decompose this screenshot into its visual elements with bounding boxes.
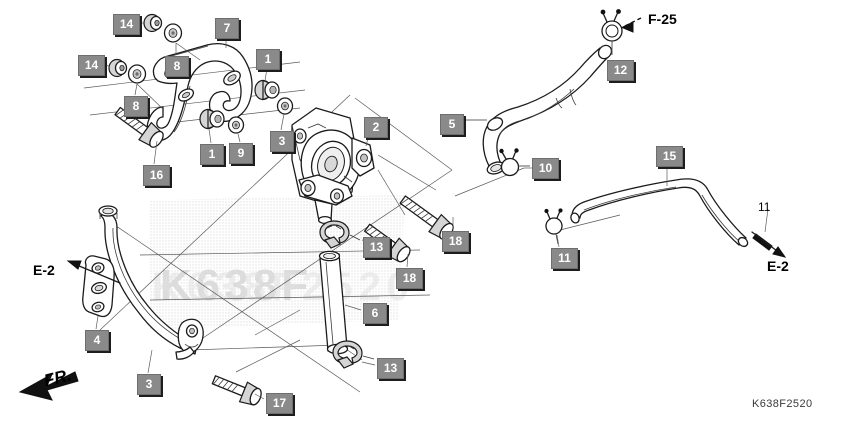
bolt-part-16 bbox=[114, 106, 164, 148]
callout-8-b[interactable]: 8 bbox=[124, 96, 148, 117]
callout-17[interactable]: 17 bbox=[266, 393, 293, 414]
diagram-code: K638F2520 bbox=[752, 398, 813, 410]
callout-16[interactable]: 16 bbox=[143, 165, 170, 186]
callout-6[interactable]: 6 bbox=[363, 303, 387, 324]
callout-13-b[interactable]: 13 bbox=[377, 358, 404, 379]
callout-18-a[interactable]: 18 bbox=[442, 231, 469, 252]
clamp-part-13-upper bbox=[319, 220, 361, 249]
reference-label-f25[interactable]: F-25 bbox=[648, 11, 677, 27]
callout-13-a[interactable]: 13 bbox=[363, 237, 390, 258]
callout-7[interactable]: 7 bbox=[215, 18, 239, 39]
washer-part-8-upper bbox=[163, 23, 183, 43]
callout-14-a[interactable]: 14 bbox=[113, 14, 140, 35]
clamp-part-12 bbox=[600, 9, 623, 55]
bushing-part-1-lower bbox=[199, 108, 225, 130]
clamp-part-11 bbox=[544, 208, 563, 245]
bushing-part-1-right bbox=[254, 79, 280, 101]
callout-10[interactable]: 10 bbox=[532, 158, 559, 179]
callout-9-c[interactable]: 3 bbox=[270, 131, 294, 152]
svg-text:K638F: K638F bbox=[160, 261, 312, 310]
callout-9-a[interactable]: 9 bbox=[229, 143, 253, 164]
callout-8-a[interactable]: 8 bbox=[165, 56, 189, 77]
hose-part-15 bbox=[570, 178, 749, 248]
callout-14-b[interactable]: 14 bbox=[78, 55, 105, 76]
f25-pointer bbox=[620, 17, 642, 33]
hose-15-end-marker bbox=[752, 233, 773, 251]
e2-pointer-right bbox=[751, 231, 787, 258]
callout-18-b[interactable]: 18 bbox=[396, 268, 423, 289]
water-pump-body-part-2 bbox=[291, 107, 375, 225]
callout-15[interactable]: 15 bbox=[656, 146, 683, 167]
hose-part-5 bbox=[482, 44, 613, 175]
callout-12[interactable]: 12 bbox=[607, 60, 634, 81]
svg-text:K638F2520: K638F2520 bbox=[152, 265, 415, 309]
callout-11[interactable]: 11 bbox=[551, 248, 578, 269]
bushing-part-14-lower bbox=[108, 58, 128, 78]
clamp-part-13-lower bbox=[332, 340, 375, 369]
callout-1-a[interactable]: 1 bbox=[256, 49, 280, 70]
fr-direction-arrow bbox=[18, 371, 79, 401]
washer-part-9-a bbox=[227, 116, 245, 134]
flange-joint-part-4 bbox=[82, 255, 115, 318]
reference-label-e2-right[interactable]: E-2 bbox=[767, 258, 789, 274]
callout-1-b[interactable]: 1 bbox=[200, 144, 224, 165]
callout-5[interactable]: 5 bbox=[440, 114, 464, 135]
washer-part-9-b bbox=[276, 97, 294, 115]
e2-pointer-left bbox=[66, 260, 121, 284]
plain-number-label-11: 11 bbox=[758, 200, 771, 214]
clamp-part-10 bbox=[499, 148, 530, 177]
callout-3-b[interactable]: 3 bbox=[137, 374, 161, 395]
bushing-part-14-upper bbox=[143, 13, 163, 33]
washer-part-8-lower bbox=[127, 64, 147, 84]
callout-4[interactable]: 4 bbox=[85, 330, 109, 351]
bolt-part-17 bbox=[211, 375, 262, 406]
callout-2[interactable]: 2 bbox=[364, 117, 388, 138]
reference-label-e2-left[interactable]: E-2 bbox=[33, 262, 55, 278]
